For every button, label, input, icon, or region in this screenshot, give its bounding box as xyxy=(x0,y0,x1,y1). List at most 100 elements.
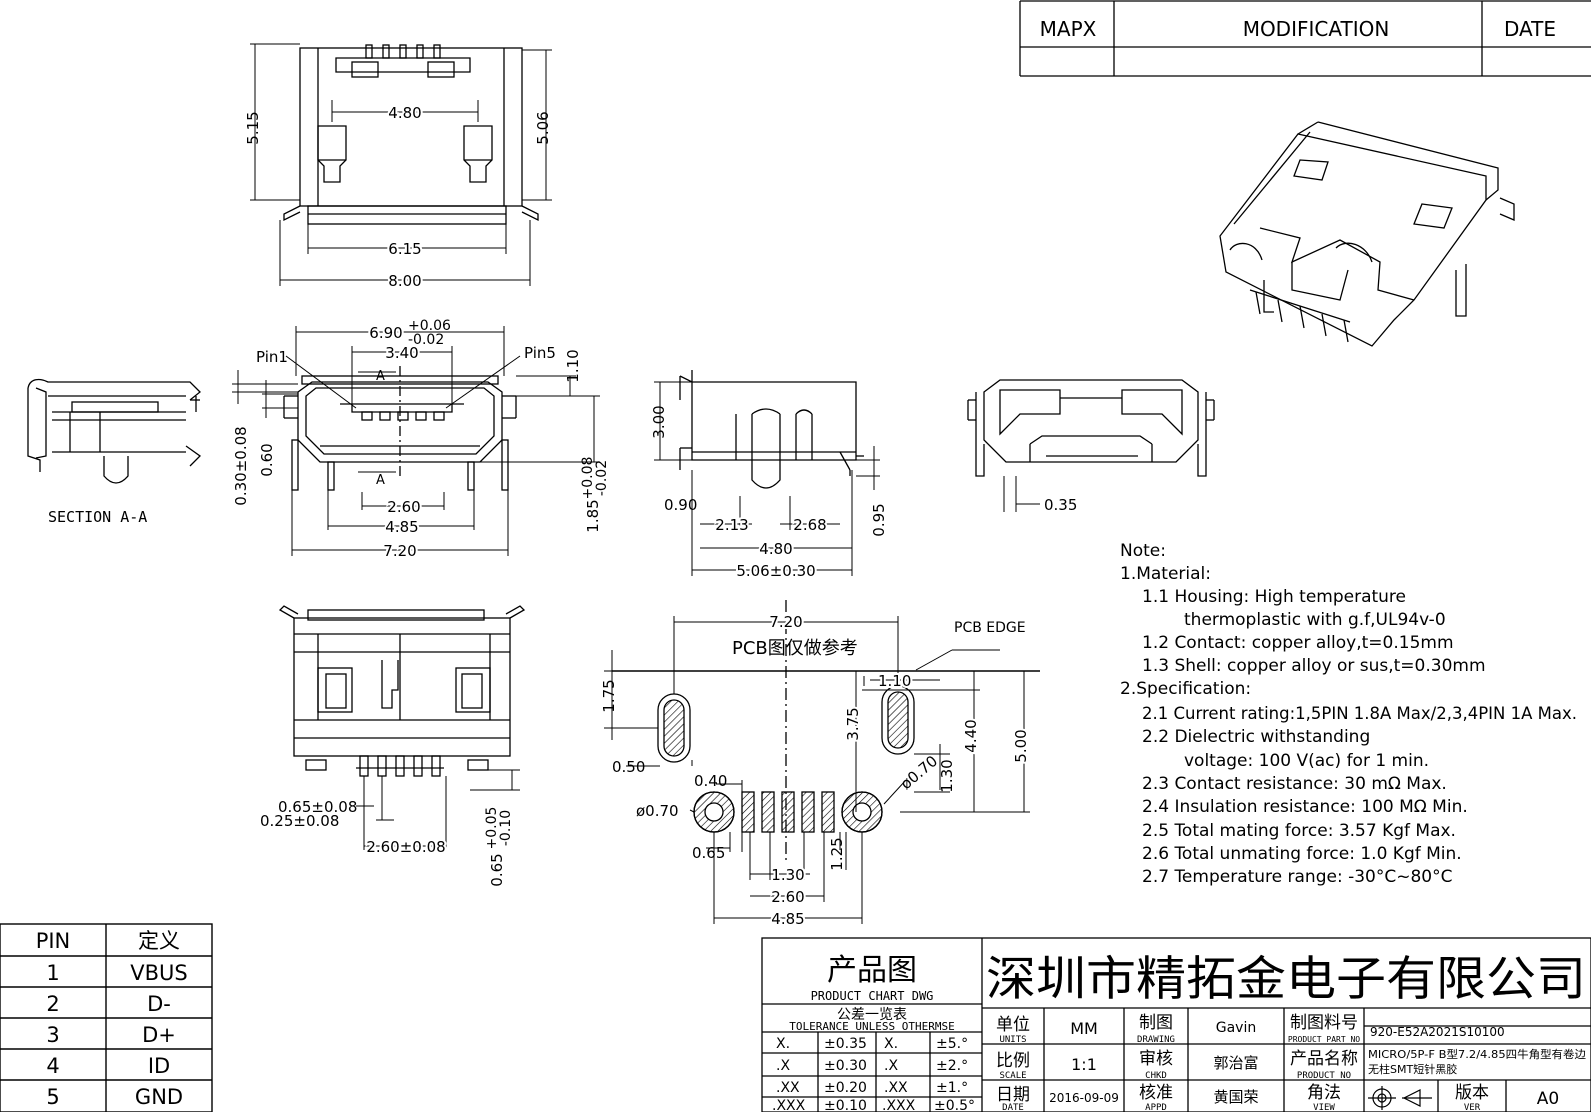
pin-number: 1 xyxy=(46,961,59,985)
dim-pcb-1-10: 1.10 xyxy=(878,672,911,690)
section-mark-a-top: A xyxy=(376,369,385,384)
dim-pcb-0-50: 0.50 xyxy=(612,758,645,776)
pin-definition: D- xyxy=(147,992,171,1016)
units-label-cn: 单位 xyxy=(996,1015,1030,1035)
tolerance-cell: ±0.20 xyxy=(824,1080,867,1096)
note-line: 1.3 Shell: copper alloy or sus,t=0.30mm xyxy=(1142,656,1486,676)
dim-front-0-30: 0.30±0.08 xyxy=(232,426,250,505)
note-line: 1.2 Contact: copper alloy,t=0.15mm xyxy=(1142,633,1454,653)
pin-definition: GND xyxy=(135,1085,183,1109)
tolerance-cell: .XXX xyxy=(882,1098,916,1112)
rear-view xyxy=(967,379,1215,477)
dim-pcb-1-75: 1.75 xyxy=(600,679,618,712)
note-line: 2.4 Insulation resistance: 100 MΩ Min. xyxy=(1142,797,1468,817)
rev-header-mapx: MAPX xyxy=(1040,17,1097,41)
dim-top-8-00: 8.00 xyxy=(388,272,421,290)
pin-definition: D+ xyxy=(142,1023,176,1047)
title-product-chart-en: PRODUCT CHART DWG xyxy=(811,989,934,1003)
dim-side-0-90: 0.90 xyxy=(664,496,697,514)
note-line: 2.1 Current rating:1,5PIN 1.8A Max/2,3,4… xyxy=(1142,704,1577,723)
scale-label-cn: 比例 xyxy=(996,1051,1030,1071)
ver-label-en: VER xyxy=(1464,1103,1481,1112)
pin-header-definition: 定义 xyxy=(138,929,180,953)
product-name-value-2: 无柱SMT短针黑胶 xyxy=(1368,1062,1457,1076)
appd-label-en: APPD xyxy=(1145,1103,1167,1112)
label-pin5: Pin5 xyxy=(524,344,556,362)
front-view xyxy=(283,366,517,491)
dim-pcb-1-30-vertical: 1.30 xyxy=(938,759,956,792)
bottom-view xyxy=(278,605,526,777)
date-value: 2016-09-09 xyxy=(1049,1091,1119,1105)
isometric-view xyxy=(1219,121,1515,347)
notes-heading: Note: xyxy=(1120,541,1166,561)
dim-pcb-3-75: 3.75 xyxy=(844,707,862,740)
chkd-label-cn: 审核 xyxy=(1139,1049,1173,1069)
tolerance-cell: ±0.10 xyxy=(824,1098,867,1112)
rev-header-modification: MODIFICATION xyxy=(1243,17,1390,41)
dim-pcb-0-65: 0.65 xyxy=(692,844,725,862)
product-name-value-1: MICRO/5P-F B型7.2/4.85四牛角型有卷边 xyxy=(1368,1047,1586,1061)
bottom-view-dimensions xyxy=(356,769,520,850)
part-no-label-en: PRODUCT PART NO xyxy=(1288,1035,1360,1044)
third-angle-projection-icon xyxy=(1368,1086,1432,1110)
tolerance-cell: X. xyxy=(776,1036,790,1052)
scale-value: 1:1 xyxy=(1071,1055,1097,1074)
chkd-label-en: CHKD xyxy=(1145,1071,1167,1081)
dim-top-6-15: 6.15 xyxy=(388,240,421,258)
dim-front-2-60: 2.60 xyxy=(387,498,420,516)
dim-side-5-06: 5.06±0.30 xyxy=(736,562,815,580)
view-label-en: VIEW xyxy=(1313,1103,1335,1112)
side-view xyxy=(679,370,864,489)
rev-header-date: DATE xyxy=(1504,17,1556,41)
dim-front-1-85: 1.85 xyxy=(584,499,602,532)
tolerance-cell: .XX xyxy=(884,1080,908,1096)
pcb-title: PCB图仅做参考 xyxy=(732,638,858,659)
pin-definition: VBUS xyxy=(130,961,187,985)
tolerance-cell: .X xyxy=(884,1058,898,1074)
top-view-dimensions xyxy=(250,43,552,286)
dim-front-1-85-tol-minus: -0.02 xyxy=(594,460,610,496)
tolerance-title-cn: 公差一览表 xyxy=(837,1007,907,1023)
notes: Note: 1.Material: 1.1 Housing: High temp… xyxy=(1120,541,1577,887)
tolerance-cell: .XXX xyxy=(772,1098,806,1112)
tolerance-cell: ±0.30 xyxy=(824,1058,867,1074)
tolerance-cell: .XX xyxy=(776,1080,800,1096)
dim-bottom-0-65b-tol-minus: -0.10 xyxy=(498,810,514,846)
product-name-label-cn: 产品名称 xyxy=(1290,1049,1358,1069)
tolerance-cell: X. xyxy=(884,1036,898,1052)
note-line: thermoplastic with g.f,UL94v-0 xyxy=(1184,610,1446,630)
dim-front-0-60: 0.60 xyxy=(258,443,276,476)
section-mark-a-bottom: A xyxy=(376,473,385,488)
drawing-label-cn: 制图 xyxy=(1139,1013,1173,1033)
tolerance-cell: .X xyxy=(776,1058,790,1074)
dim-front-7-20: 7.20 xyxy=(383,542,416,560)
note-line: 2.Specification: xyxy=(1120,679,1251,699)
dim-bottom-0-65: 0.65±0.08 xyxy=(278,798,357,816)
dim-front-3-40: 3.40 xyxy=(385,344,418,362)
note-line: 2.5 Total mating force: 3.57 Kgf Max. xyxy=(1142,821,1456,841)
dim-pcb-dia-0-70-left: ø0.70 xyxy=(636,802,679,820)
pin-definition: ID xyxy=(148,1054,170,1078)
tolerance-title-en: TOLERANCE UNLESS OTHERMSE xyxy=(789,1020,955,1033)
dim-front-6-90-tol-minus: -0.02 xyxy=(408,332,444,348)
title-product-chart-cn: 产品图 xyxy=(827,953,917,988)
pcb-dimensions xyxy=(604,616,1030,924)
units-label-en: UNITS xyxy=(999,1035,1026,1045)
units-value: MM xyxy=(1070,1019,1098,1038)
dim-side-2-13: 2.13 xyxy=(715,516,748,534)
dim-pcb-dia-0-70-right: ø0.70 xyxy=(897,752,941,793)
title-block xyxy=(761,937,1591,1112)
dim-side-0-95: 0.95 xyxy=(870,503,888,536)
pin-table xyxy=(0,923,213,1112)
scale-label-en: SCALE xyxy=(999,1071,1026,1081)
note-line: 2.3 Contact resistance: 30 mΩ Max. xyxy=(1142,774,1447,794)
date-label-cn: 日期 xyxy=(996,1085,1030,1105)
dim-top-5-15: 5.15 xyxy=(244,111,262,144)
dim-pcb-2-60: 2.60 xyxy=(771,888,804,906)
note-line: 1.Material: xyxy=(1120,564,1211,584)
section-a-a-view xyxy=(27,378,202,484)
ver-label-cn: 版本 xyxy=(1455,1083,1489,1103)
note-line: 2.6 Total unmating force: 1.0 Kgf Min. xyxy=(1142,844,1462,864)
tolerance-cell: ±1.° xyxy=(936,1080,968,1096)
